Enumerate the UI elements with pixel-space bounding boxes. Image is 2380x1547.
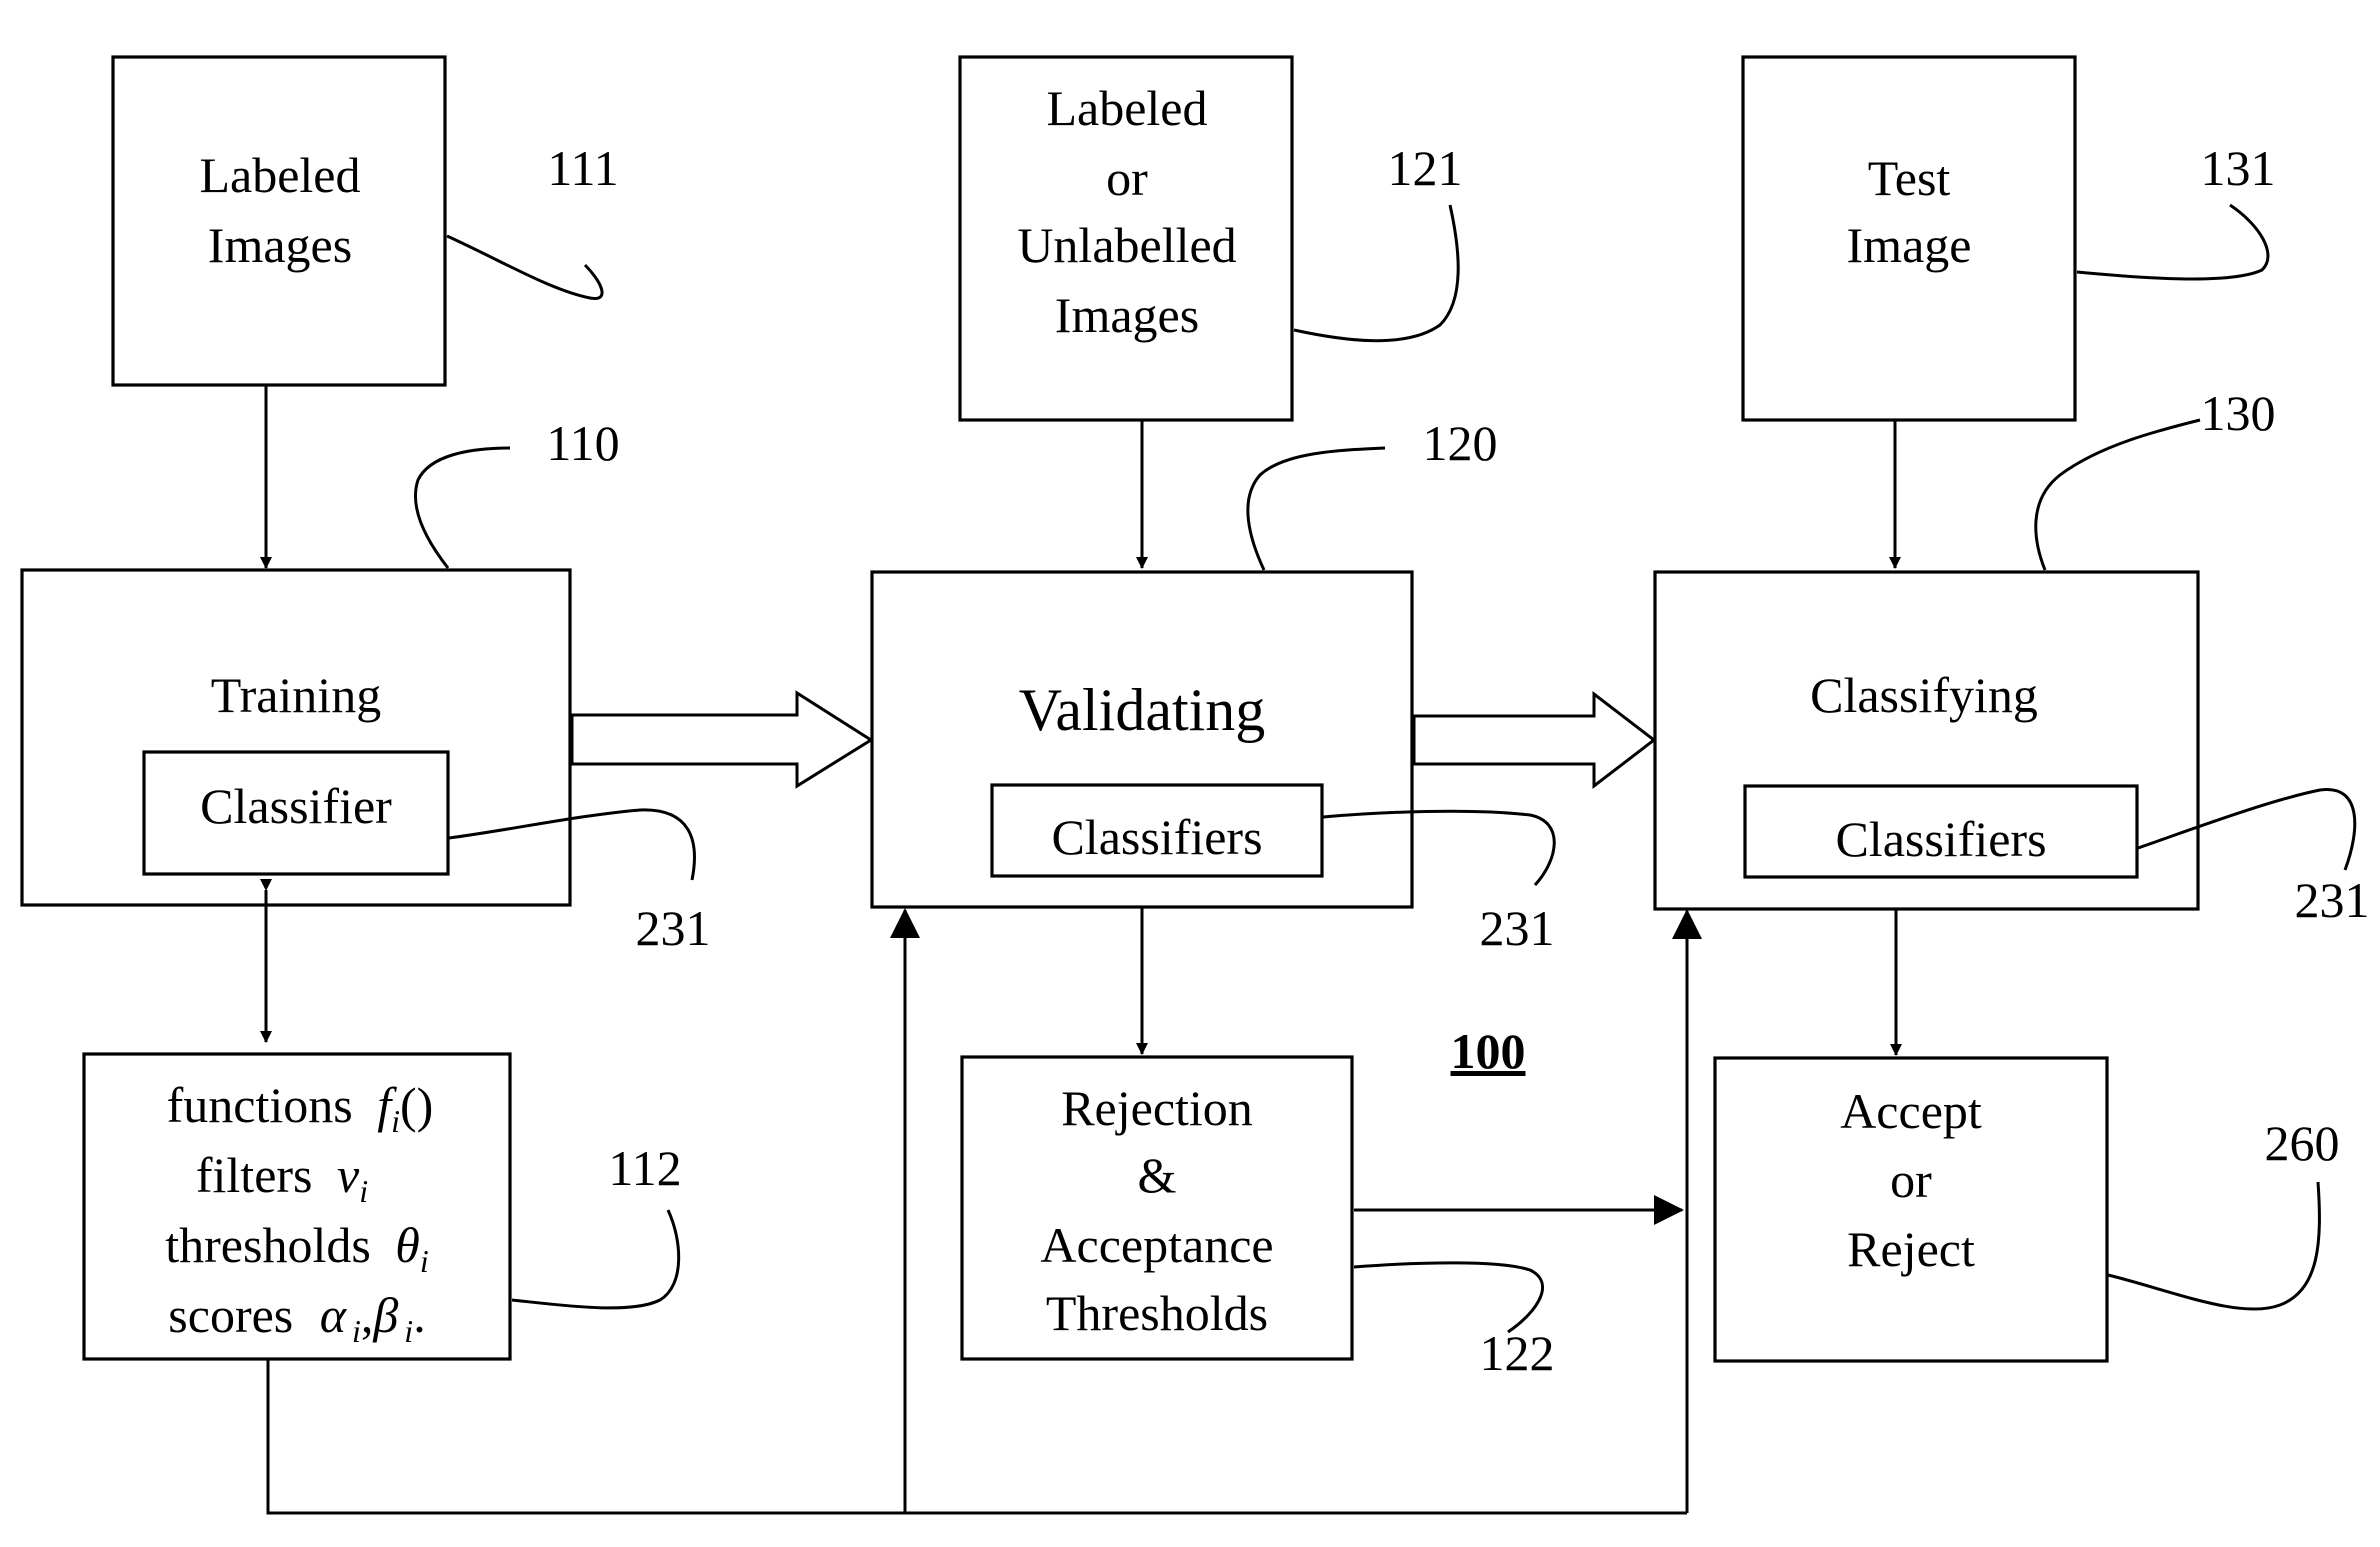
thresholds-line3: Acceptance (1040, 1217, 1273, 1273)
accept-reject-box: Accept or Reject (1715, 1058, 2107, 1361)
ref-231-classifying: 231 (2295, 872, 2370, 928)
ref-112: 112 (608, 1140, 681, 1196)
functions-tail: () (400, 1077, 433, 1133)
leader-112 (512, 1210, 679, 1308)
test-image-line1: Test (1868, 150, 1951, 206)
thresholds-label: thresholds (165, 1217, 371, 1273)
accept-reject-line1: Accept (1840, 1083, 1982, 1139)
big-arrow-validating-to-classifying (1414, 694, 1654, 786)
thresholds-subscript: i (420, 1243, 429, 1279)
rejection-thresholds-box: Rejection & Acceptance Thresholds (962, 1057, 1352, 1359)
thresholds-line4: Thresholds (1046, 1285, 1268, 1341)
validating-box: Validating Classifiers (872, 572, 1412, 907)
training-classifier-label: Classifier (200, 778, 392, 834)
leader-130 (2036, 420, 2200, 570)
thresholds-line1: Rejection (1061, 1080, 1253, 1136)
unlabelled-line4: Images (1055, 287, 1199, 343)
leader-120 (1248, 448, 1385, 570)
labeled-images-line2: Images (208, 217, 352, 273)
alpha-symbol: α (320, 1287, 348, 1343)
ref-131: 131 (2201, 140, 2276, 196)
parameters-scores-line: scores αi,βi. (168, 1287, 425, 1349)
validating-title: Validating (1019, 677, 1266, 743)
training-box: Training Classifier (22, 570, 570, 905)
test-image-box: Test Image (1743, 57, 2075, 420)
leader-122 (1354, 1263, 1543, 1332)
functions-label: functions (167, 1077, 353, 1133)
classifying-title: Classifying (1810, 667, 2038, 723)
scores-separator: , (361, 1287, 374, 1343)
parameters-box: functions fi() filters vi thresholds θi … (84, 1054, 510, 1359)
ref-110: 110 (546, 415, 619, 471)
classifying-classifiers-label: Classifiers (1835, 811, 2046, 867)
leader-131 (2077, 205, 2268, 279)
classifying-box: Classifying Classifiers (1655, 572, 2198, 909)
ref-121: 121 (1388, 140, 1463, 196)
training-title: Training (211, 667, 381, 723)
filters-subscript: i (359, 1173, 368, 1209)
accept-reject-line2: or (1890, 1152, 1932, 1208)
unlabelled-line3: Unlabelled (1017, 217, 1236, 273)
labeled-images-box: Labeled Images (113, 57, 445, 385)
leader-110 (415, 448, 510, 568)
beta-symbol: β (372, 1287, 398, 1343)
beta-subscript: i (404, 1313, 413, 1349)
ref-111: 111 (547, 140, 618, 196)
leader-260 (2108, 1182, 2319, 1309)
thresholds-symbol: θ (395, 1217, 420, 1273)
scores-label: scores (168, 1287, 293, 1343)
figure-number: 100 (1451, 1023, 1526, 1079)
unlabelled-line2: or (1106, 150, 1148, 206)
test-image-line2: Image (1847, 217, 1972, 273)
accept-reject-line3: Reject (1847, 1221, 1975, 1277)
labeled-or-unlabelled-box: Labeled or Unlabelled Images (960, 57, 1292, 420)
ref-130: 130 (2201, 385, 2276, 441)
scores-end: . (413, 1287, 426, 1343)
feedback-bottom-line (268, 1360, 1687, 1513)
labeled-images-line1: Labeled (199, 147, 360, 203)
ref-231-validating: 231 (1480, 900, 1555, 956)
alpha-subscript: i (352, 1313, 361, 1349)
filters-label: filters (196, 1147, 313, 1203)
validating-classifiers-label: Classifiers (1051, 809, 1262, 865)
leader-111 (447, 236, 602, 298)
leader-121 (1294, 205, 1458, 341)
functions-subscript: i (391, 1103, 400, 1139)
ref-260: 260 (2265, 1115, 2340, 1171)
ref-122: 122 (1480, 1325, 1555, 1381)
big-arrow-training-to-validating (572, 693, 871, 786)
filters-symbol: v (337, 1147, 360, 1203)
ref-120: 120 (1423, 415, 1498, 471)
ref-231-training: 231 (636, 900, 711, 956)
unlabelled-line1: Labeled (1046, 80, 1207, 136)
thresholds-line2: & (1138, 1147, 1177, 1203)
parameters-filters-line: filters vi (196, 1147, 368, 1209)
